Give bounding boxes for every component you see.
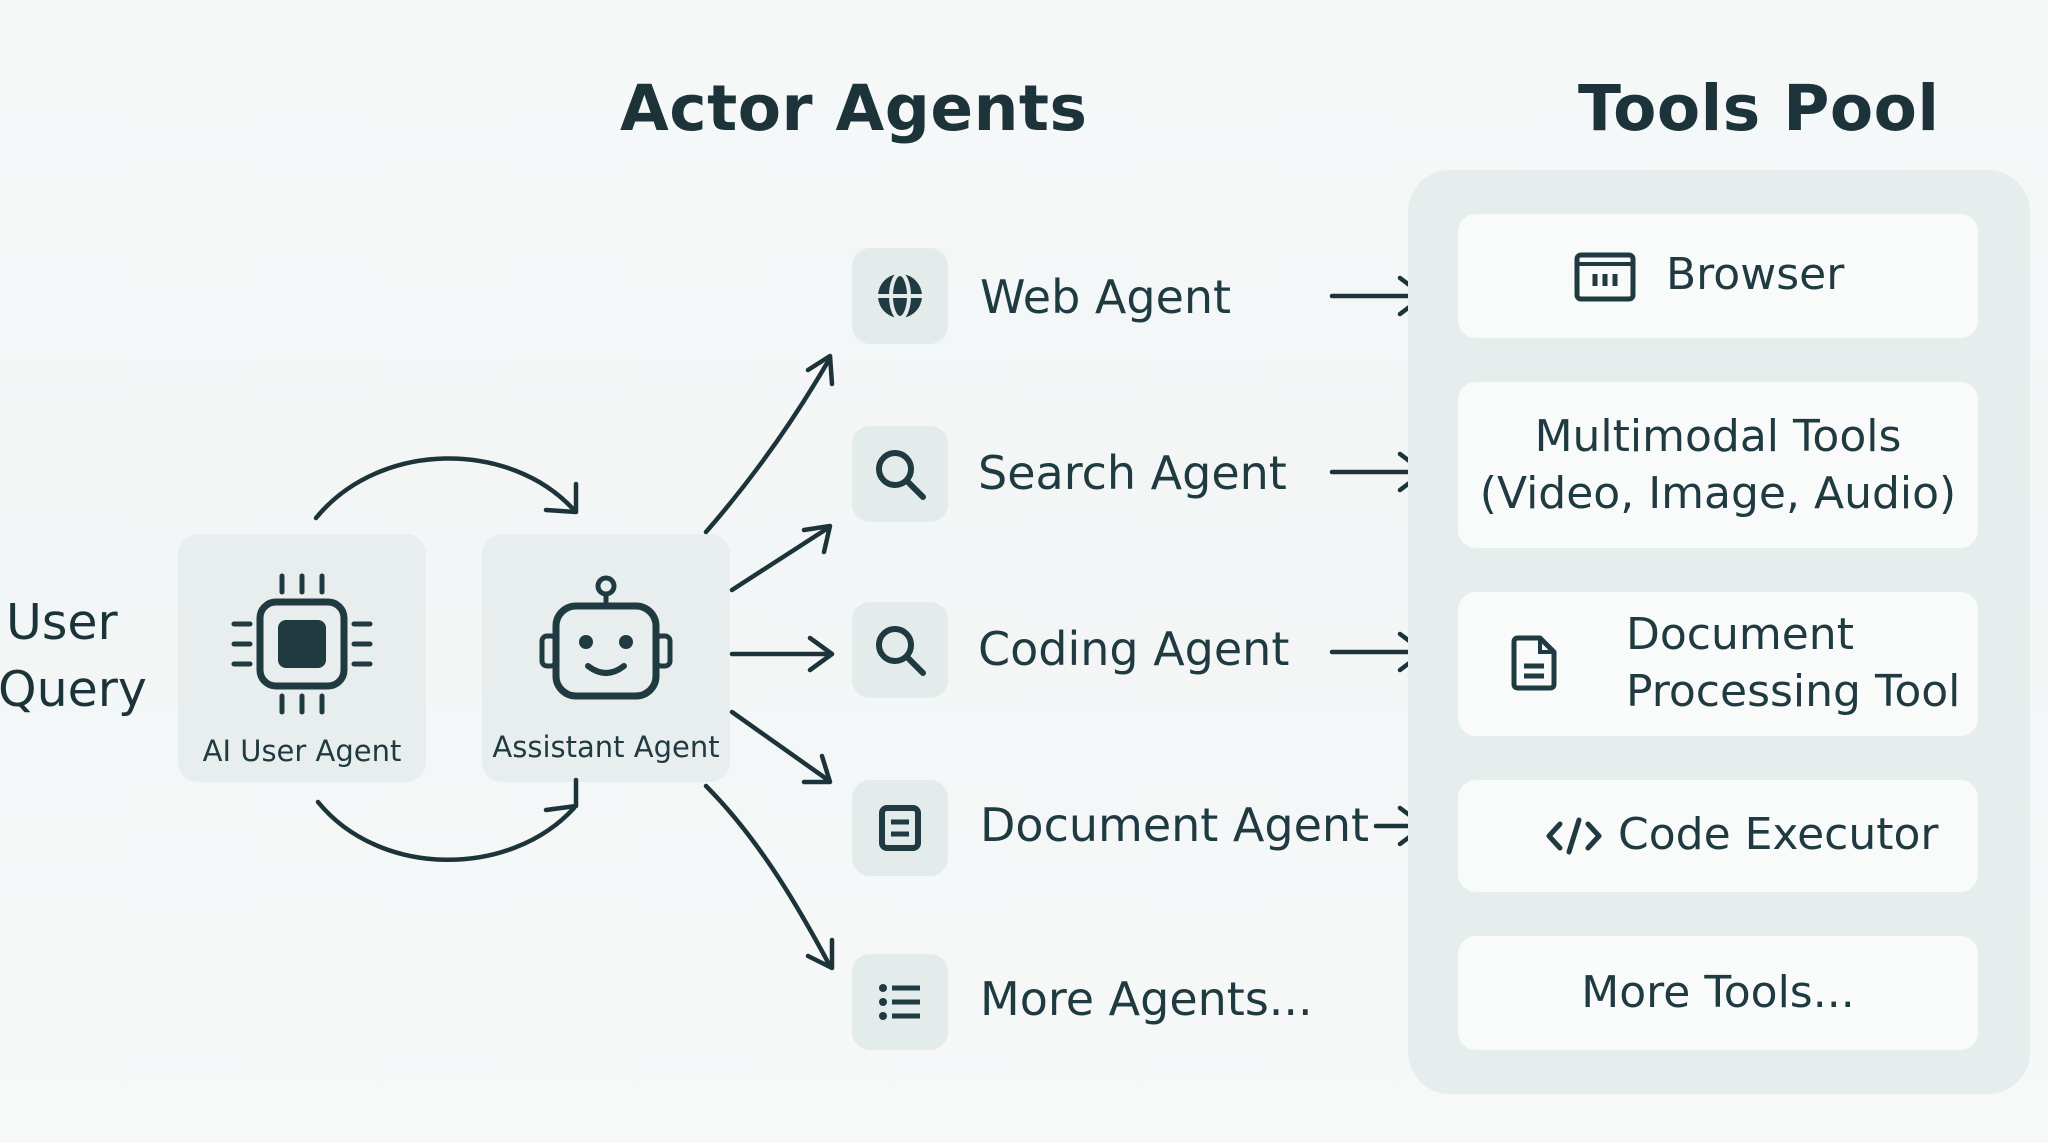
document-agent-icon-box bbox=[852, 780, 948, 876]
coding-agent-label: Coding Agent bbox=[978, 622, 1290, 676]
magnifier-icon bbox=[876, 626, 926, 676]
tool-more-tools: More Tools... bbox=[1458, 936, 1978, 1050]
code-icon bbox=[1546, 817, 1602, 855]
tool-document-line2: Processing Tool bbox=[1626, 666, 1961, 717]
chip-icon bbox=[231, 573, 373, 715]
more-agents-icon-box bbox=[852, 954, 948, 1050]
list-icon bbox=[879, 984, 920, 1020]
tool-multimodal-line2: (Video, Image, Audio) bbox=[1479, 468, 1957, 519]
document-agent-label: Document Agent bbox=[980, 798, 1370, 852]
arrow-to-search-agent bbox=[729, 525, 831, 593]
tool-code-executor-label: Code Executor bbox=[1618, 809, 1939, 860]
arrow-to-web-agent bbox=[703, 355, 833, 535]
tool-document-line1: Document bbox=[1626, 609, 1854, 660]
ai-user-agent-label: AI User Agent bbox=[202, 734, 402, 768]
web-agent-icon-box bbox=[852, 248, 948, 344]
loop-arrow-bottom bbox=[315, 799, 577, 862]
more-agents-label: More Agents... bbox=[980, 972, 1313, 1026]
tool-browser: Browser bbox=[1458, 214, 1978, 338]
search-agent-icon-box bbox=[852, 426, 948, 522]
arrow-to-more-agents bbox=[703, 783, 833, 969]
user-query-line2: Query bbox=[0, 661, 147, 718]
coding-agent-icon-box bbox=[852, 602, 948, 698]
user-query-line1: User bbox=[6, 594, 118, 651]
assistant-agent-label: Assistant Agent bbox=[492, 730, 720, 764]
ai-user-agent-card: AI User Agent bbox=[178, 534, 426, 782]
loop-arrow-top bbox=[313, 456, 577, 521]
actor-agents-heading: Actor Agents bbox=[620, 72, 1088, 145]
magnifier-icon bbox=[876, 450, 926, 500]
user-query-label: User Query bbox=[0, 589, 147, 723]
robot-icon bbox=[539, 575, 673, 700]
browser-icon bbox=[1574, 252, 1636, 302]
arrow-to-document-agent bbox=[729, 709, 831, 783]
file-icon bbox=[1511, 635, 1557, 691]
document-icon bbox=[879, 805, 921, 851]
tool-browser-label: Browser bbox=[1666, 249, 1845, 300]
globe-icon bbox=[878, 272, 922, 320]
tool-multimodal: Multimodal Tools (Video, Image, Audio) bbox=[1458, 382, 1978, 548]
web-agent-label: Web Agent bbox=[980, 270, 1232, 324]
tool-multimodal-line1: Multimodal Tools bbox=[1534, 411, 1902, 462]
tool-document-processing: Document Processing Tool bbox=[1458, 592, 1978, 736]
search-agent-label: Search Agent bbox=[978, 446, 1287, 500]
tool-code-executor: Code Executor bbox=[1458, 780, 1978, 892]
tools-pool-heading: Tools Pool bbox=[1578, 72, 1940, 145]
tool-more-tools-label: More Tools... bbox=[1581, 967, 1855, 1018]
assistant-agent-card: Assistant Agent bbox=[482, 534, 730, 782]
